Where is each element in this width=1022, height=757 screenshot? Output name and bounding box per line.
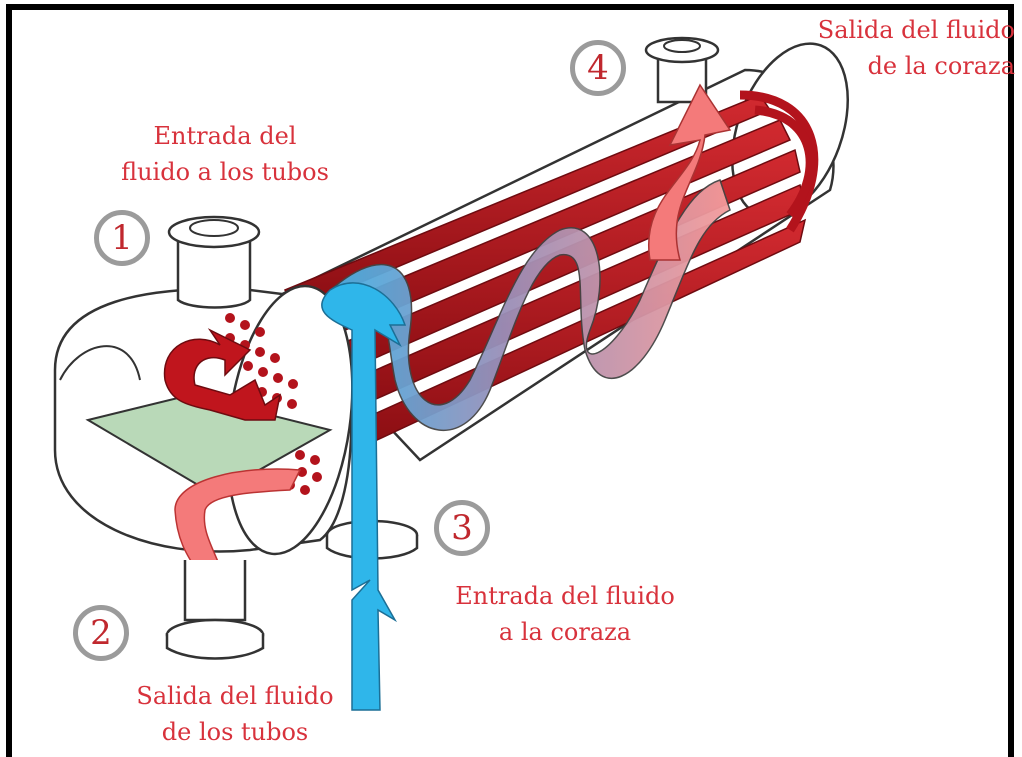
baffle-spiral <box>318 179 731 431</box>
label-tube-outlet: Salida del fluido de los tubos <box>136 682 334 746</box>
shell-inlet-arrow <box>321 282 407 711</box>
shell-outlet-arrow <box>647 83 732 261</box>
marker-1: 1 <box>94 210 150 266</box>
label-shell-outlet: Salida del fluido de la coraza <box>817 16 1015 80</box>
nozzle-tube-inlet <box>167 215 261 309</box>
marker-3: 3 <box>434 500 490 556</box>
tube-inlet-arrow <box>163 328 282 421</box>
nozzle-shell-outlet <box>644 36 720 104</box>
label-shell-inlet: Entrada del fluido a la coraza <box>455 582 675 646</box>
marker-4: 4 <box>570 40 626 96</box>
label-tube-inlet: Entrada del fluido a los tubos <box>121 122 329 186</box>
nozzle-tube-outlet <box>165 560 265 660</box>
marker-2: 2 <box>73 605 129 661</box>
